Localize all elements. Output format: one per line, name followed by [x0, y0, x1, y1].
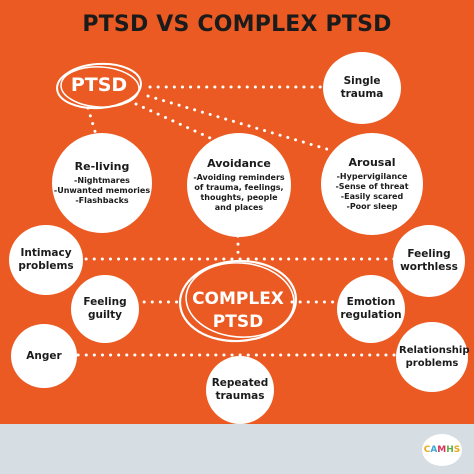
node-reliving-item: -Unwanted memories	[53, 186, 151, 195]
node-emotion-regulation: Emotion regulation	[337, 275, 405, 343]
node-reliving-items: -Nightmares -Unwanted memories -Flashbac…	[54, 176, 150, 206]
node-single-trauma: Single trauma	[323, 52, 401, 124]
node-reliving-item: -Flashbacks	[75, 196, 129, 205]
node-arousal-heading: Arousal	[348, 156, 396, 169]
node-feeling-worthless-label: Feeling worthless	[400, 248, 458, 273]
cptsd-scribble-ring	[178, 259, 298, 343]
ptsd-scribble-ring-2	[60, 66, 140, 108]
node-reliving: Re-living -Nightmares -Unwanted memories…	[52, 133, 152, 233]
node-anger: Anger	[11, 324, 77, 388]
node-arousal: Arousal -Hypervigilance -Sense of threat…	[321, 133, 423, 235]
node-intimacy-problems: Intimacy problems	[9, 225, 83, 295]
node-repeated-traumas-label: Repeated traumas	[211, 377, 269, 402]
cptsd-scribble-ring-2	[185, 262, 295, 338]
complex-ptsd-label-line2: PTSD	[212, 312, 264, 332]
node-reliving-heading: Re-living	[74, 160, 130, 173]
complex-ptsd-label: COMPLEX PTSD	[186, 288, 290, 334]
logo-letter: S	[453, 445, 461, 455]
page-title: PTSD VS COMPLEX PTSD	[82, 12, 392, 37]
node-emotion-regulation-label: Emotion regulation	[340, 296, 402, 321]
node-feeling-guilty-label: Feeling guilty	[83, 296, 127, 321]
logo-letter: C	[423, 445, 431, 455]
node-avoidance-item: thoughts, people	[200, 193, 278, 202]
connector-ptsd-arousal	[146, 94, 332, 152]
node-anger-label: Anger	[26, 349, 62, 362]
camhs-logo: C A M H S	[422, 434, 462, 466]
connector-ptsd-reliving	[86, 106, 102, 150]
node-arousal-item: -Poor sleep	[346, 202, 398, 211]
node-avoidance-item: of trauma, feelings,	[194, 183, 284, 192]
logo-letter: H	[446, 445, 454, 455]
node-arousal-item: -Hypervigilance	[336, 172, 408, 181]
node-avoidance-heading: Avoidance	[207, 157, 271, 170]
node-relationship-problems-label: Relationship problems	[399, 345, 470, 369]
node-intimacy-problems-label: Intimacy problems	[18, 247, 74, 272]
node-avoidance-item: -Avoiding reminders	[193, 173, 285, 182]
node-feeling-guilty: Feeling guilty	[71, 275, 139, 343]
ptsd-label: PTSD	[70, 74, 128, 96]
node-arousal-item: -Sense of threat	[335, 182, 409, 191]
node-arousal-item: -Easily scared	[340, 192, 404, 201]
node-feeling-worthless: Feeling worthless	[393, 225, 465, 297]
complex-ptsd-label-line1: COMPLEX	[192, 289, 284, 309]
ptsd-scribble-ring	[56, 62, 142, 110]
node-single-trauma-label: Single trauma	[340, 75, 384, 100]
node-avoidance-items: -Avoiding reminders of trauma, feelings,…	[193, 173, 284, 213]
node-repeated-traumas: Repeated traumas	[206, 356, 274, 424]
node-avoidance-item: and places	[214, 203, 264, 212]
node-arousal-items: -Hypervigilance -Sense of threat -Easily…	[335, 172, 408, 212]
logo-letter: M	[437, 445, 447, 455]
node-relationship-problems: Relationship problems	[396, 322, 470, 392]
footer-band	[0, 424, 474, 474]
logo-letter: A	[430, 445, 438, 455]
node-avoidance: Avoidance -Avoiding reminders of trauma,…	[187, 133, 291, 237]
node-reliving-item: -Nightmares	[74, 176, 130, 185]
